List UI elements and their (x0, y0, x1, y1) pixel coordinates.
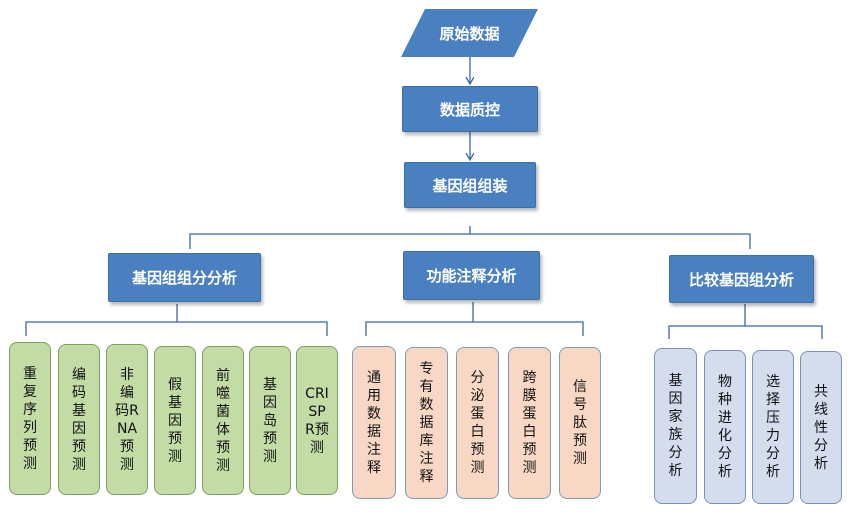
brace-comparative (668, 304, 823, 339)
leaf-phylogeny-analysis: 物种进化分析 (704, 350, 746, 504)
assembly-node: 基因组组装 (404, 162, 536, 208)
leaf-secreted-protein-prediction: 分泌蛋白预测 (456, 347, 499, 499)
comparative-genomics-node: 比较基因组分析 (669, 255, 814, 303)
leaf-coding-gene-prediction: 编码基因预测 (58, 344, 100, 495)
leaf-pseudogene-prediction: 假基因预测 (154, 346, 196, 495)
leaf-transmembrane-protein-prediction: 跨膜蛋白预测 (508, 347, 551, 499)
leaf-genomic-island-prediction: 基因岛预测 (249, 346, 291, 495)
brace-functional (365, 302, 584, 336)
leaf-gene-family-analysis: 基因家族分析 (654, 348, 697, 504)
brace-top (189, 226, 751, 249)
leaf-prophage-prediction: 前噬菌体预测 (202, 346, 244, 495)
genomic-analysis-node: 基因组组分分析 (108, 253, 261, 302)
leaf-specialized-db-annotation: 专有数据库注释 (405, 347, 448, 499)
qc-node: 数据质控 (402, 86, 538, 132)
leaf-crispr-prediction: CRISPR预测 (296, 346, 338, 495)
leaf-repeat-prediction: 重复序列预测 (9, 342, 51, 495)
leaf-ncrna-prediction: 非编码RNA预测 (106, 344, 148, 495)
leaf-synteny-analysis: 共线性分析 (800, 351, 842, 504)
raw-data-node: 原始数据 (401, 9, 538, 57)
leaf-signal-peptide-prediction: 信号肽预测 (559, 347, 601, 499)
leaf-selection-pressure-analysis: 选择压力分析 (752, 350, 794, 504)
brace-genomic (25, 304, 328, 336)
functional-annotation-node: 功能注释分析 (403, 251, 540, 300)
leaf-general-db-annotation: 通用数据注释 (352, 346, 396, 499)
